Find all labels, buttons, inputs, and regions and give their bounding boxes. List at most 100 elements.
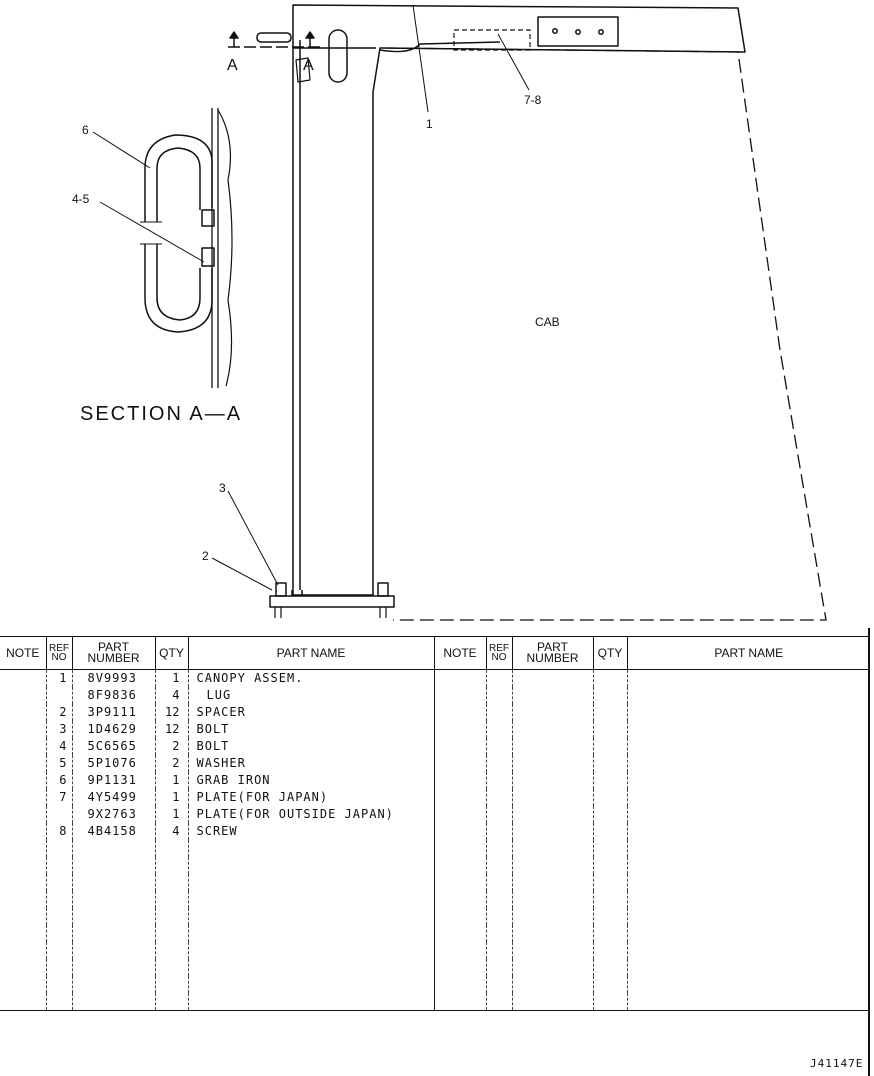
- note-cell-2: [433, 823, 486, 840]
- part-name-cell: LUG: [187, 687, 434, 704]
- note-cell: [0, 857, 46, 874]
- callout-6: 6: [82, 123, 89, 137]
- ref-cell: 8: [45, 823, 72, 840]
- part-name-cell-2: [626, 687, 870, 704]
- part-number-cell: 5C6565: [71, 738, 155, 755]
- ref-cell: [45, 874, 72, 891]
- base-plate: [269, 582, 395, 618]
- ref-cell-2: [485, 721, 512, 738]
- note-cell: [0, 959, 46, 976]
- qty-cell-2: [592, 721, 627, 738]
- note-cell: [0, 704, 46, 721]
- part-name-cell-2: [626, 942, 870, 959]
- note-cell-2: [433, 755, 486, 772]
- ref-cell-2: [485, 755, 512, 772]
- part-number-cell-2: [511, 669, 593, 687]
- ref-cell-2: [485, 976, 512, 993]
- part-name-cell-2: [626, 908, 870, 925]
- ref-cell: [45, 891, 72, 908]
- qty-cell: 4: [154, 687, 188, 704]
- qty-cell: 1: [154, 669, 188, 687]
- part-name-cell-2: [626, 976, 870, 993]
- qty-cell: [154, 942, 188, 959]
- qty-cell: 1: [154, 806, 188, 823]
- qty-cell: [154, 857, 188, 874]
- part-number-cell-2: [511, 908, 593, 925]
- note-cell-2: [433, 789, 486, 806]
- part-name-cell-2: [626, 993, 870, 1011]
- ref-cell-2: [485, 942, 512, 959]
- part-name-cell: BOLT: [187, 721, 434, 738]
- header-note: NOTE: [0, 636, 46, 670]
- ref-cell-2: [485, 789, 512, 806]
- note-cell-2: [433, 806, 486, 823]
- part-number-cell-2: [511, 687, 593, 704]
- qty-cell: 2: [154, 738, 188, 755]
- part-name-cell-2: [626, 738, 870, 755]
- ref-cell: [45, 857, 72, 874]
- part-number-cell-2: [511, 891, 593, 908]
- ref-cell: 4: [45, 738, 72, 755]
- note-cell: [0, 755, 46, 772]
- ref-cell-2: [485, 823, 512, 840]
- qty-cell-2: [592, 891, 627, 908]
- table-row: [0, 942, 870, 959]
- header-note-2: NOTE: [433, 636, 486, 670]
- part-name-cell-2: [626, 755, 870, 772]
- part-number-cell-2: [511, 755, 593, 772]
- part-number-cell-2: [511, 959, 593, 976]
- note-cell-2: [433, 704, 486, 721]
- qty-cell: 1: [154, 772, 188, 789]
- part-name-cell: WASHER: [187, 755, 434, 772]
- ref-cell-2: [485, 874, 512, 891]
- table-row: [0, 976, 870, 993]
- part-name-cell: PLATE(FOR JAPAN): [187, 789, 434, 806]
- ref-cell-2: [485, 704, 512, 721]
- table-row: [0, 891, 870, 908]
- ref-cell-2: [485, 687, 512, 704]
- note-cell: [0, 738, 46, 755]
- callout-7-8: 7-8: [524, 93, 542, 107]
- callout-4-5: 4-5: [72, 192, 90, 206]
- part-number-cell-2: [511, 704, 593, 721]
- qty-cell-2: [592, 857, 627, 874]
- parts-drawing: SECTION A—A A A CAB 1 2 3 4-5 6 7-8: [72, 4, 827, 621]
- part-number-cell-2: [511, 993, 593, 1011]
- callout-2: 2: [202, 549, 209, 563]
- ref-cell: [45, 806, 72, 823]
- note-cell-2: [433, 891, 486, 908]
- part-name-cell: [187, 874, 434, 891]
- ref-cell-2: [485, 891, 512, 908]
- callout-3: 3: [219, 481, 226, 495]
- part-number-cell-2: [511, 738, 593, 755]
- part-name-cell: SPACER: [187, 704, 434, 721]
- ref-cell: [45, 976, 72, 993]
- ref-cell-2: [485, 738, 512, 755]
- part-name-cell-2: [626, 772, 870, 789]
- part-name-cell-2: [626, 959, 870, 976]
- part-number-cell: 4B4158: [71, 823, 155, 840]
- note-cell-2: [433, 959, 486, 976]
- qty-cell-2: [592, 840, 627, 857]
- mount-slot: [328, 29, 348, 83]
- qty-cell: [154, 993, 188, 1011]
- note-cell-2: [433, 993, 486, 1011]
- ref-cell: [45, 942, 72, 959]
- table-row: [0, 857, 870, 874]
- ref-cell: [45, 925, 72, 942]
- part-name-cell: [187, 976, 434, 993]
- part-number-cell-2: [511, 823, 593, 840]
- table-row: [0, 908, 870, 925]
- ref-cell: 2: [45, 704, 72, 721]
- note-cell: [0, 840, 46, 857]
- note-cell-2: [433, 840, 486, 857]
- part-number-cell: 9P1131: [71, 772, 155, 789]
- ref-cell: [45, 959, 72, 976]
- qty-cell: 1: [154, 789, 188, 806]
